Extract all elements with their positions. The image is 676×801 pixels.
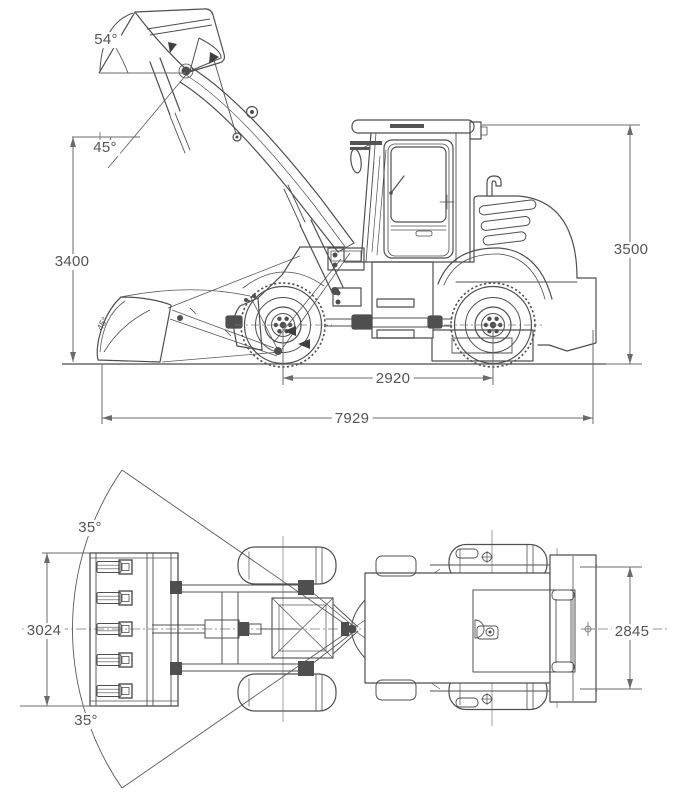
bucket-top	[89, 552, 179, 707]
dim-label-bucket-width: 3024	[23, 623, 65, 639]
front-chassis-top	[271, 597, 334, 659]
loader-boom	[149, 57, 355, 295]
side-view	[62, 8, 642, 424]
rear-body-top	[332, 548, 597, 708]
dim-label-dump-angle: 54°	[91, 32, 121, 48]
dim-label-rollback-angle: 45°	[90, 140, 120, 156]
dim-label-overall-height: 3500	[610, 242, 652, 258]
dim-label-dump-clearance: 3400	[51, 254, 93, 270]
side-dimensions	[70, 47, 642, 424]
dim-label-wheelbase: 2920	[372, 371, 414, 387]
front-wheel-top-l	[237, 546, 337, 585]
engine-hood	[437, 175, 597, 352]
dim-label-overall-length: 7929	[331, 411, 373, 427]
front-frame	[233, 246, 365, 351]
cab	[344, 119, 488, 263]
front-wheel-top-r	[237, 673, 337, 712]
dim-label-overall-width: 2845	[611, 624, 653, 640]
loader-arms-top	[152, 580, 353, 676]
dim-label-steer-angle-lower: 35°	[71, 713, 101, 729]
top-view	[20, 469, 668, 789]
dim-label-steer-angle-upper: 35°	[75, 520, 105, 536]
bucket-ground	[96, 296, 310, 363]
